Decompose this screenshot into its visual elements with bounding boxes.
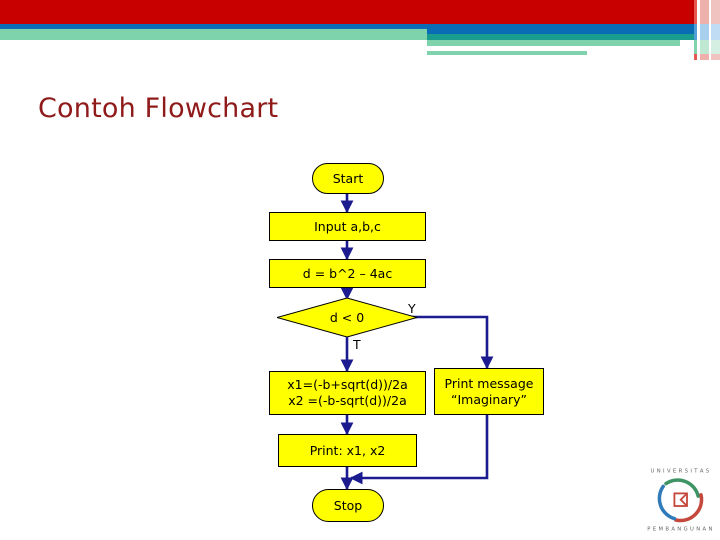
header-accent-stripe-green-2 bbox=[700, 40, 709, 54]
header-accent-stripe-green-1 bbox=[694, 40, 697, 54]
edge-imaginary-stop bbox=[349, 415, 489, 485]
node-decision[interactable]: d < 0 bbox=[277, 298, 417, 337]
edge-decision-imaginary bbox=[397, 315, 494, 370]
edge-label-true: T bbox=[353, 337, 361, 352]
node-imaginary[interactable]: Print message “Imaginary” bbox=[434, 368, 544, 415]
node-start[interactable]: Start bbox=[312, 163, 384, 194]
edge-label-yes: Y bbox=[408, 301, 416, 316]
header-accent-stripe-blue-2 bbox=[700, 24, 709, 40]
header-accent-stripe-blue-1 bbox=[694, 24, 697, 40]
svg-text:P E M B A N G U N A N: P E M B A N G U N A N bbox=[647, 527, 713, 533]
header-green-band bbox=[0, 29, 427, 40]
header-accent-stripe-green-3 bbox=[711, 40, 720, 54]
universitas-logo-watermark: U N I V E R S I T A S P E M B A N G U N … bbox=[647, 468, 713, 533]
node-compute-d[interactable]: d = b^2 – 4ac bbox=[269, 259, 426, 288]
header-white-gap-1 bbox=[0, 40, 427, 48]
header-green-band-3 bbox=[427, 51, 587, 55]
page-title: Contoh Flowchart bbox=[38, 93, 279, 124]
header-red-band bbox=[0, 0, 720, 24]
node-input[interactable]: Input a,b,c bbox=[269, 212, 426, 241]
node-print[interactable]: Print: x1, x2 bbox=[278, 434, 417, 467]
header-green-band-2 bbox=[427, 40, 680, 46]
node-roots[interactable]: x1=(-b+sqrt(d))/2a x2 =(-b-sqrt(d))/2a bbox=[269, 371, 426, 415]
header-white-gap-2 bbox=[427, 46, 657, 51]
svg-text:U N I V E R S I T A S: U N I V E R S I T A S bbox=[651, 468, 710, 474]
header-accent-stripe-4 bbox=[709, 0, 711, 60]
header-accent-stripe-2 bbox=[697, 0, 700, 60]
node-stop[interactable]: Stop bbox=[312, 489, 384, 522]
header-accent-stripe-blue-3 bbox=[711, 24, 720, 40]
node-decision-label: d < 0 bbox=[329, 310, 365, 325]
